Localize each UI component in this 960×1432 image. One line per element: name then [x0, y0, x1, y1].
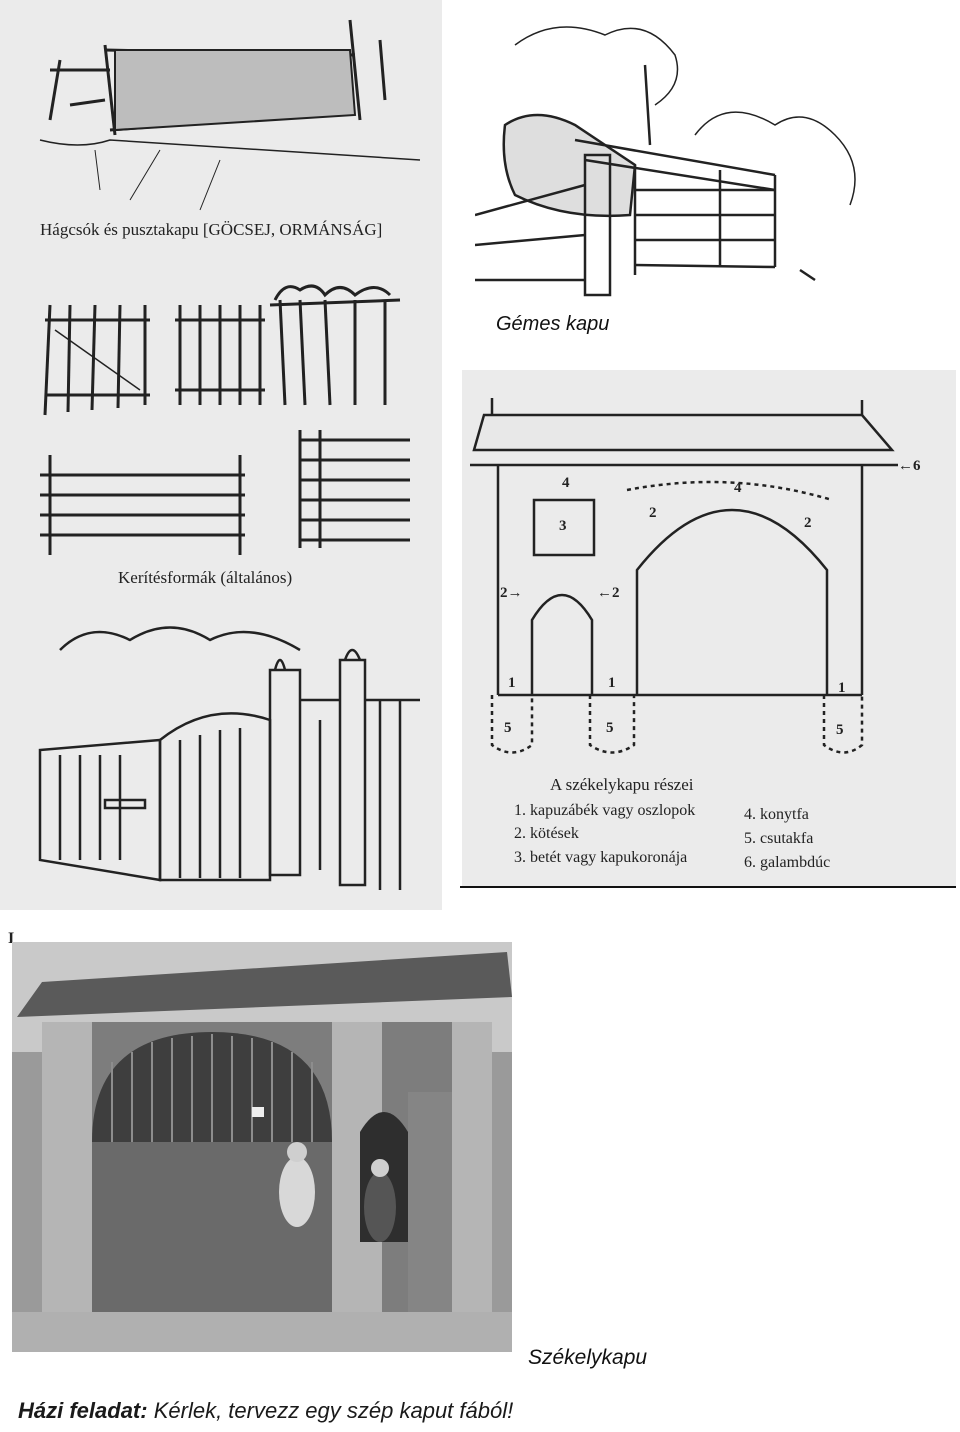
- homework-line: Házi feladat: Kérlek, tervezz egy szép k…: [18, 1398, 513, 1424]
- diagram-label-2-arch: 2: [649, 505, 657, 521]
- homework-label: Házi feladat:: [18, 1398, 148, 1423]
- homework-text: Kérlek, tervezz egy szép kaput fából!: [147, 1398, 514, 1423]
- decorated-gate-drawing: [38, 626, 420, 890]
- picket-fence: [175, 305, 265, 405]
- caption-keritesformak: Kerítésformák (általános): [118, 568, 293, 587]
- diagram-label-1-c: 1: [838, 680, 846, 696]
- szekelykapu-photo: [12, 942, 512, 1352]
- gemes-kapu-drawing-panel: [475, 5, 865, 310]
- legend-item-2: 2. kötések: [514, 825, 579, 842]
- fence-illustrations-page: Hágcsók és pusztakapu [GÖCSEJ, ORMÁNSÁG]…: [0, 0, 442, 910]
- caption-gemes-kapu: Gémes kapu: [496, 313, 610, 335]
- diagram-underline: [460, 886, 956, 888]
- diagram-label-2-right: ←2: [597, 585, 620, 601]
- diagram-label-3: 3: [559, 518, 567, 534]
- fence-drawings: [38, 19, 421, 890]
- wattle-fence: [43, 304, 150, 416]
- szekelykapu-photo-render: [12, 942, 512, 1352]
- caption-szekelykapu: Székelykapu: [528, 1346, 648, 1369]
- log-fence: [298, 430, 410, 548]
- diagram-label-1-a: 1: [508, 675, 516, 691]
- legend-item-1: 1. kapuzábék vagy oszlopok: [514, 802, 696, 819]
- gemes-kapu-drawing: [475, 26, 856, 297]
- diagram-label-2-left: 2→: [500, 585, 523, 601]
- caption-hagcsok: Hágcsók és pusztakapu [GÖCSEJ, ORMÁNSÁG]: [40, 220, 383, 239]
- szekelykapu-parts-diagram: 4 4 3 2 2 2→ ←2 ←6 1 1 1 5 5 5 A székely…: [462, 370, 956, 886]
- diagram-label-6: ←6: [898, 458, 921, 474]
- diagram-label-1-b: 1: [608, 675, 616, 691]
- szekelykapu-diagram-drawing: [470, 398, 898, 754]
- post-fence: [269, 284, 401, 406]
- legend-item-4: 4. konytfa: [744, 806, 809, 823]
- fence-forms-row1: [43, 284, 401, 416]
- diagram-label-5-c: 5: [836, 722, 844, 738]
- diagram-label-5-a: 5: [504, 720, 512, 736]
- diagram-title: A székelykapu részei: [550, 775, 694, 794]
- legend-item-3: 3. betét vagy kapukoronája: [514, 849, 688, 866]
- rail-fence: [40, 455, 245, 555]
- fence-forms-row2: [40, 430, 410, 555]
- diagram-label-4-right: 4: [734, 480, 742, 496]
- diagram-label-5-b: 5: [606, 720, 614, 736]
- legend-item-5: 5. csutakfa: [744, 830, 814, 847]
- legend-item-6: 6. galambdúc: [744, 854, 831, 871]
- photo-marker: I: [8, 930, 15, 947]
- diagram-label-4-left: 4: [562, 475, 570, 491]
- pusztakapu-drawing: [39, 19, 421, 211]
- diagram-label-2-arch-right: 2: [804, 515, 812, 531]
